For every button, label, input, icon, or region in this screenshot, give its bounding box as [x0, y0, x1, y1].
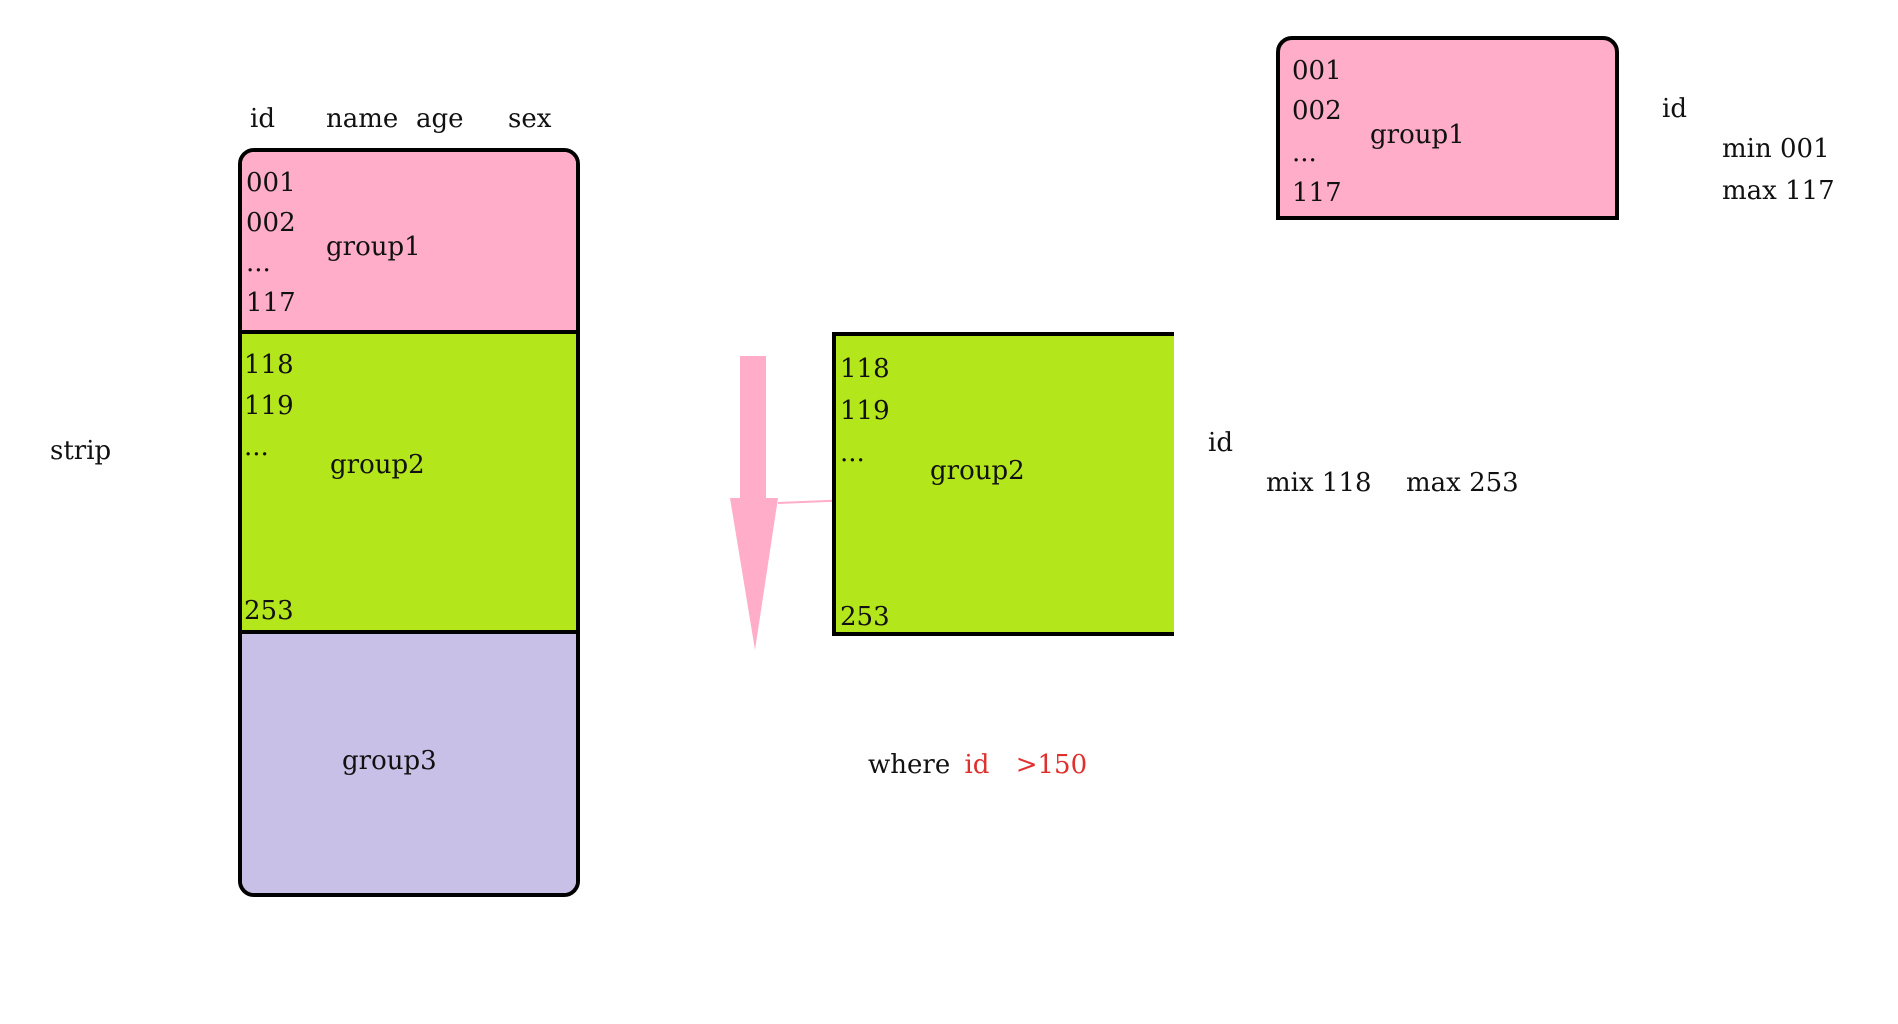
column-header-age: age: [416, 104, 464, 134]
group1-detail-id-4: 117: [1292, 178, 1342, 208]
strip-label: strip: [50, 436, 112, 466]
group1-stats-max: max 117: [1722, 176, 1835, 206]
group1-detail-name: group1: [1370, 120, 1465, 150]
strip-group2-id-4: 253: [244, 596, 294, 626]
group1-detail-box: [1276, 36, 1619, 220]
query-keyword: where: [868, 750, 951, 780]
strip-group3-name: group3: [342, 746, 437, 776]
group1-detail-id-1: 001: [1292, 56, 1342, 86]
group1-detail-id-2: 002: [1292, 96, 1342, 126]
strip-group1-id-1: 001: [246, 168, 296, 198]
column-header-id: id: [250, 104, 275, 134]
group1-stats-min: min 001: [1722, 134, 1830, 164]
strip-group1-id-3: ...: [246, 248, 271, 278]
filtered-group2-id-2: 119: [840, 396, 890, 426]
column-header-name: name: [326, 104, 399, 134]
group1-detail-id-3: ...: [1292, 138, 1317, 168]
filtered-group2-id-1: 118: [840, 354, 890, 384]
strip-group2-id-2: 119: [244, 391, 294, 421]
strip-group2-name: group2: [330, 450, 425, 480]
strip-group1-name: group1: [326, 232, 421, 262]
filtered-group2-stats-max: max 253: [1406, 468, 1519, 498]
filtered-group2-id-3: ...: [840, 438, 865, 468]
group3-segment: [242, 634, 576, 893]
strip-group1-id-4: 117: [246, 288, 296, 318]
filtered-group2-box: [832, 332, 1174, 636]
filtered-group2-id-4: 253: [840, 602, 890, 632]
strip-group1-id-2: 002: [246, 208, 296, 238]
arrow-down-icon: [730, 356, 871, 650]
filtered-group2-name: group2: [930, 456, 1025, 486]
strip-group2-id-3: ...: [244, 432, 269, 462]
query-text: where id >150: [868, 752, 1087, 778]
strip-box: [238, 148, 580, 897]
group1-stats-label: id: [1662, 94, 1687, 124]
strip-group2-id-1: 118: [244, 350, 294, 380]
group2-segment: [242, 334, 576, 634]
column-header-sex: sex: [508, 104, 552, 134]
query-field: id: [964, 750, 990, 780]
filtered-group2-stats-min: mix 118: [1266, 468, 1372, 498]
query-condition: >150: [1015, 750, 1088, 780]
group1-segment: [242, 152, 576, 334]
filtered-group2-stats-label: id: [1208, 428, 1233, 458]
